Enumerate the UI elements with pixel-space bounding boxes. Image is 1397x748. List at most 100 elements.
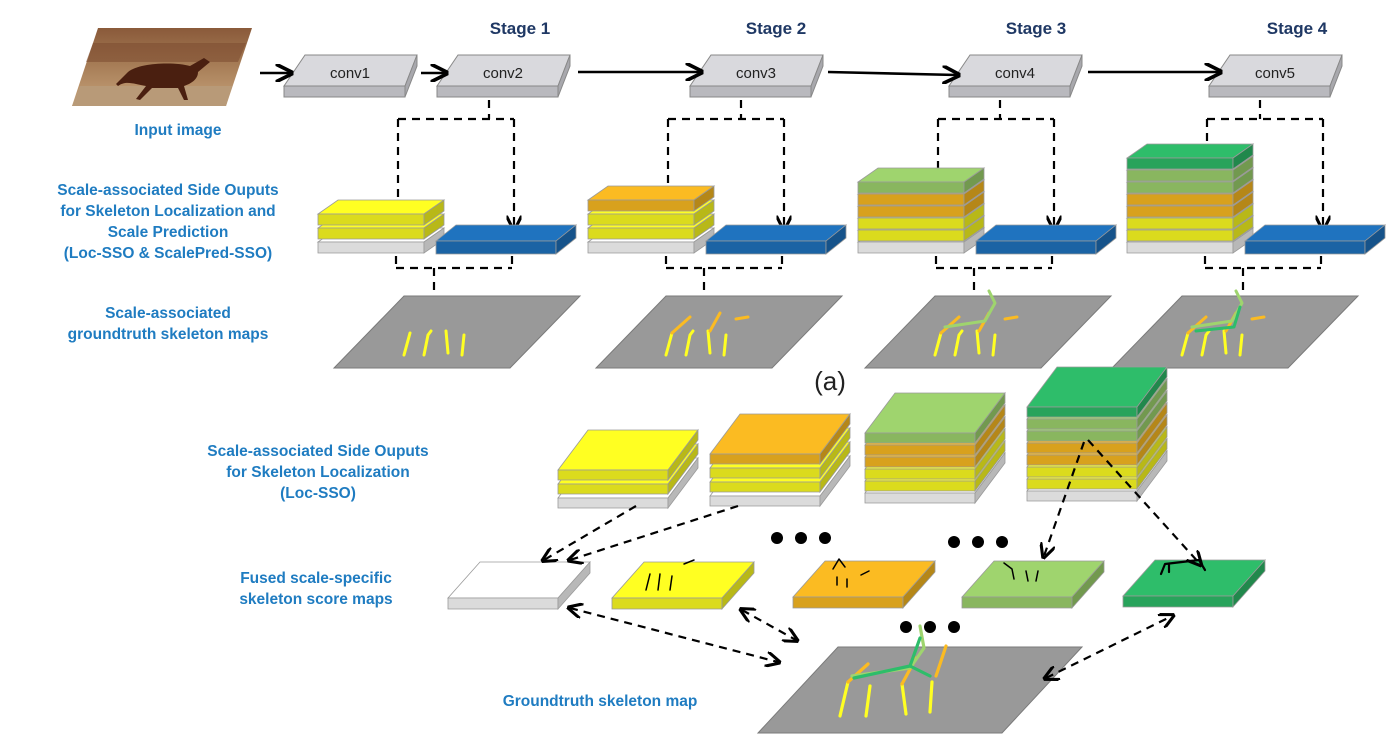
ellipsis-dots: [771, 532, 1008, 633]
sso-label-a: Scale-associated Side Ouputs for Skeleto…: [57, 182, 278, 262]
conv4-label: conv4: [995, 65, 1035, 82]
ellipsis-dot-4: [948, 536, 960, 548]
gt-map-a-2-legs: [664, 329, 728, 357]
stack-b-2-layer-2-front: [709, 481, 821, 493]
stage-label-4: Stage 4: [1267, 19, 1328, 38]
stack-a-2-layer-4: [586, 185, 716, 212]
stack-b-1-layer-1-side: [667, 456, 699, 510]
ellipsis-dot-7: [900, 621, 912, 633]
stack-a-3-layer-4-front: [857, 205, 965, 218]
gt-map-a-3: [863, 289, 1113, 369]
dashed-connector-a-1: [396, 100, 514, 312]
stack-a-4-layer-8-side: [1232, 143, 1254, 170]
arrow-b-5: [570, 608, 778, 662]
stack-b-4-layer-1-side: [1136, 449, 1168, 503]
stack-b-3-layer-5-front: [864, 444, 976, 456]
stack-b-2-layer-4: [709, 412, 851, 466]
scale-pred-slab-3: [974, 224, 1118, 255]
gt-map-a-4: [1110, 289, 1360, 369]
stack-a-4-layer-8: [1125, 143, 1255, 170]
stage-label-1: Stage 1: [490, 19, 550, 38]
stack-b-1-layer-2-front: [557, 483, 669, 495]
gt-map-b-plane: [756, 646, 1084, 734]
gt-map-b: [756, 624, 1084, 734]
stack-a-4-layer-4-side: [1232, 191, 1254, 218]
stack-a-3-layer-5-front: [857, 193, 965, 206]
conv5-box: conv5: [1208, 54, 1343, 98]
stack-b-1-layer-2-side: [667, 442, 699, 496]
scale-pred-slab-4-front: [1244, 240, 1366, 255]
stack-b-2-layer-3-front: [709, 467, 821, 479]
stack-a-1: [316, 199, 578, 255]
side-output-stacks-a: [316, 143, 1387, 255]
stack-b-2-layer-3-side: [819, 426, 851, 480]
side-output-stacks-b: [557, 365, 1168, 510]
arrow-b-3: [1044, 441, 1086, 556]
stack-a-1-layer-3-top: [316, 199, 446, 215]
stack-a-3-layer-6-front: [857, 181, 965, 194]
stack-b-4-layer-2-side: [1136, 437, 1168, 491]
stack-b-4-layer-1-front: [1026, 490, 1138, 502]
stack-a-3-layer-6-top: [856, 167, 986, 183]
ellipsis-dot-9: [948, 621, 960, 633]
stack-a-1-layer-1-front: [317, 241, 425, 254]
scale-pred-slab-3-front: [975, 240, 1097, 255]
stack-b-2-layer-1-front: [709, 495, 821, 507]
fused-map-2-slab: [611, 560, 755, 611]
fused-map-4: [961, 559, 1105, 610]
sso-label-b: Scale-associated Side Ouputs for Skeleto…: [207, 443, 428, 502]
stack-b-4-layer-2-front: [1026, 478, 1138, 490]
sso-label-a-line3: Scale Prediction: [108, 224, 229, 241]
gt-map-a-2-body: [670, 311, 750, 335]
stack-b-3-layer-6-side: [974, 391, 1006, 445]
sso-label-b-line1: Scale-associated Side Ouputs: [207, 443, 428, 460]
stack-b-1-layer-3-side: [667, 428, 699, 482]
stack-b-3-layer-5-side: [974, 403, 1006, 457]
fused-map-5: [1122, 558, 1266, 609]
stack-b-2-layer-4-side: [819, 412, 851, 466]
stage-label-3: Stage 3: [1006, 19, 1066, 38]
fused-map-1-slab-front: [447, 597, 559, 610]
fused-map-5-slab-front: [1122, 595, 1234, 608]
conv2-label: conv2: [483, 65, 523, 82]
fused-map-2: [611, 559, 755, 611]
stack-b-3-layer-2-side: [974, 439, 1006, 493]
fused-map-2-strokes: [645, 559, 695, 591]
stack-b-3-layer-4-front: [864, 456, 976, 468]
scale-pred-slab-1: [434, 224, 578, 255]
stack-a-3-layer-6: [856, 167, 986, 194]
stack-a-3-layer-5-side: [963, 179, 985, 206]
stack-b-4-layer-7-front: [1026, 418, 1138, 430]
fused-maps: [447, 558, 1266, 611]
stack-b-3-layer-6-front: [864, 432, 976, 444]
fused-map-1: [447, 560, 591, 611]
fused-map-5-slab-side: [1232, 558, 1266, 609]
stack-b-4-layer-3-side: [1136, 425, 1168, 479]
stack-b-2-layer-1-side: [819, 454, 851, 508]
stack-b-4-layer-4-side: [1136, 413, 1168, 467]
input-image-label: Input image: [135, 122, 222, 139]
arrow-b-7: [1046, 616, 1172, 678]
gt-map-a-3-plane: [863, 295, 1113, 369]
stack-a-3-layer-1-front: [857, 241, 965, 254]
stack-a-4: [1125, 143, 1387, 255]
stack-b-3-layer-1-side: [974, 451, 1006, 505]
conv3-box: conv3: [689, 54, 824, 98]
stack-a-4-layer-3-front: [1126, 217, 1234, 230]
arrow-b-1: [544, 505, 637, 560]
stack-b-2: [709, 412, 851, 508]
fused-map-1-slab-side: [557, 560, 591, 611]
stack-b-3-layer-3-front: [864, 468, 976, 480]
stack-b-3: [864, 391, 1006, 505]
conv2-box: conv2: [436, 54, 571, 98]
arrow-conv3-conv4: [827, 72, 957, 75]
stack-b-3-layer-2-front: [864, 480, 976, 492]
ellipsis-dot-6: [996, 536, 1008, 548]
subfigure-label-a: (a): [814, 366, 846, 396]
stack-b-1-layer-3: [557, 428, 699, 482]
stack-a-1-layer-2-side: [423, 213, 445, 240]
gt-maps-a: [332, 289, 1360, 369]
stack-a-2-layer-2-side: [693, 213, 715, 240]
